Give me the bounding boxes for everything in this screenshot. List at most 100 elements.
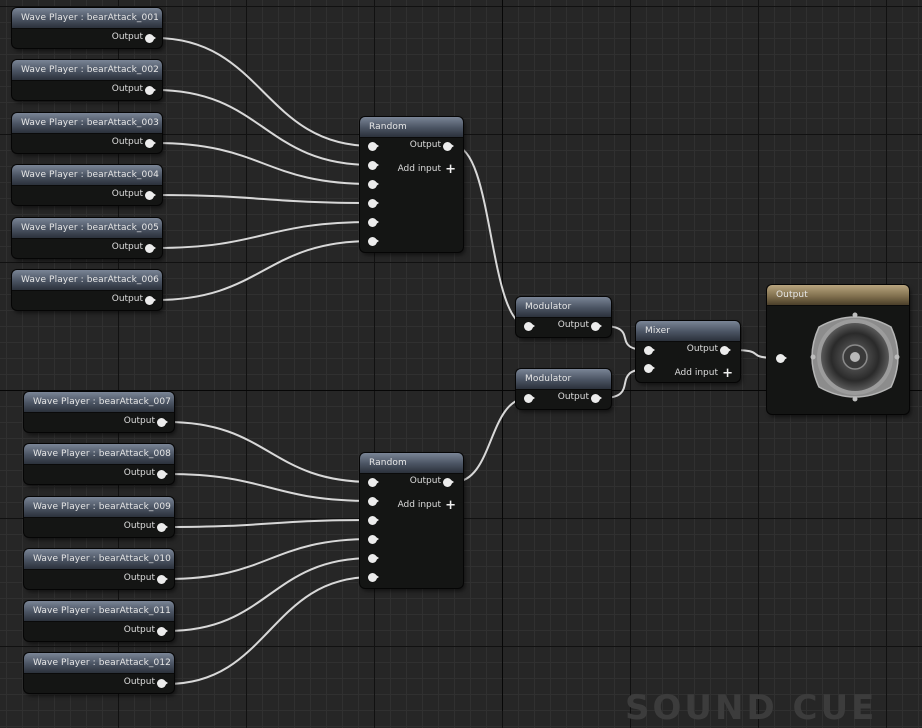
add-input-label[interactable]: Add input xyxy=(397,500,441,510)
input-pin-icon[interactable] xyxy=(368,478,379,487)
random-node-top[interactable]: Random Output Add input + xyxy=(360,117,463,252)
wave-player-node-009[interactable]: Wave Player : bearAttack_009 Output xyxy=(24,497,174,537)
connection-wire xyxy=(154,37,373,147)
connection-wire xyxy=(154,240,373,301)
node-title: Wave Player : bearAttack_007 xyxy=(24,392,174,413)
node-title: Wave Player : bearAttack_001 xyxy=(12,8,162,29)
wave-player-node-003[interactable]: Wave Player : bearAttack_003 Output xyxy=(12,113,162,153)
input-pin-icon[interactable] xyxy=(368,199,379,208)
connection-wire xyxy=(166,538,373,580)
node-title: Random xyxy=(360,453,463,474)
input-pin-icon[interactable] xyxy=(524,322,535,331)
output-node[interactable]: Output xyxy=(767,285,909,414)
output-pin-icon[interactable] xyxy=(720,346,731,355)
output-pin-icon[interactable] xyxy=(591,322,602,331)
input-pin-icon[interactable] xyxy=(368,497,379,506)
output-pin-icon[interactable] xyxy=(145,86,156,95)
node-title: Wave Player : bearAttack_010 xyxy=(24,549,174,570)
wave-player-node-007[interactable]: Wave Player : bearAttack_007 Output xyxy=(24,392,174,432)
output-pin-icon[interactable] xyxy=(157,575,168,584)
output-pin-icon[interactable] xyxy=(443,478,454,487)
speaker-icon xyxy=(807,309,903,409)
node-title: Wave Player : bearAttack_009 xyxy=(24,497,174,518)
connection-wire xyxy=(154,89,373,166)
node-title: Mixer xyxy=(636,321,740,342)
wave-player-node-001[interactable]: Wave Player : bearAttack_001 Output xyxy=(12,8,162,48)
mixer-node[interactable]: Mixer Output Add input + xyxy=(636,321,740,382)
input-pin-icon[interactable] xyxy=(368,142,379,151)
graph-axis-vertical xyxy=(502,0,503,711)
wave-player-node-006[interactable]: Wave Player : bearAttack_006 Output xyxy=(12,270,162,310)
input-pin-icon[interactable] xyxy=(644,346,655,355)
connection-wire xyxy=(453,397,529,483)
wave-player-node-010[interactable]: Wave Player : bearAttack_010 Output xyxy=(24,549,174,589)
node-title: Wave Player : bearAttack_004 xyxy=(12,165,162,186)
wave-player-node-012[interactable]: Wave Player : bearAttack_012 Output xyxy=(24,653,174,693)
output-pin-icon[interactable] xyxy=(145,34,156,43)
output-pin-label: Output xyxy=(409,476,441,486)
node-title: Wave Player : bearAttack_002 xyxy=(12,60,162,81)
modulator-node-top[interactable]: Modulator Output xyxy=(516,297,611,337)
node-title: Wave Player : bearAttack_008 xyxy=(24,444,174,465)
output-pin-label: Output xyxy=(111,32,143,42)
input-pin-icon[interactable] xyxy=(524,394,535,403)
connection-wire xyxy=(453,145,529,327)
input-pin-icon[interactable] xyxy=(368,573,379,582)
output-pin-icon[interactable] xyxy=(157,523,168,532)
output-pin-label: Output xyxy=(123,677,155,687)
output-pin-icon[interactable] xyxy=(591,394,602,403)
connection-wire xyxy=(154,221,373,249)
node-title: Wave Player : bearAttack_003 xyxy=(12,113,162,134)
output-pin-label: Output xyxy=(123,573,155,583)
output-pin-icon[interactable] xyxy=(145,296,156,305)
output-pin-icon[interactable] xyxy=(443,142,454,151)
modulator-node-bottom[interactable]: Modulator Output xyxy=(516,369,611,409)
connection-wire xyxy=(154,142,373,185)
output-pin-label: Output xyxy=(123,521,155,531)
input-pin-icon[interactable] xyxy=(368,180,379,189)
input-pin-icon[interactable] xyxy=(368,237,379,246)
output-pin-icon[interactable] xyxy=(145,244,156,253)
wave-player-node-008[interactable]: Wave Player : bearAttack_008 Output xyxy=(24,444,174,484)
node-title: Random xyxy=(360,117,463,138)
add-input-plus-icon[interactable]: + xyxy=(722,366,733,381)
output-pin-icon[interactable] xyxy=(157,470,168,479)
output-pin-label: Output xyxy=(686,344,718,354)
connection-wire xyxy=(154,194,373,204)
input-pin-icon[interactable] xyxy=(368,535,379,544)
output-pin-icon[interactable] xyxy=(145,139,156,148)
add-input-label[interactable]: Add input xyxy=(397,164,441,174)
connection-wire xyxy=(166,519,373,528)
output-pin-label: Output xyxy=(123,468,155,478)
input-pin-icon[interactable] xyxy=(368,554,379,563)
output-pin-label: Output xyxy=(111,189,143,199)
output-pin-icon[interactable] xyxy=(157,679,168,688)
output-pin-icon[interactable] xyxy=(157,418,168,427)
connection-wire xyxy=(166,557,373,632)
node-title: Modulator xyxy=(516,297,611,318)
input-pin-icon[interactable] xyxy=(368,161,379,170)
output-pin-label: Output xyxy=(111,242,143,252)
wave-player-node-002[interactable]: Wave Player : bearAttack_002 Output xyxy=(12,60,162,100)
random-node-bottom[interactable]: Random Output Add input + xyxy=(360,453,463,588)
output-pin-icon[interactable] xyxy=(145,191,156,200)
add-input-plus-icon[interactable]: + xyxy=(445,162,456,177)
wave-player-node-004[interactable]: Wave Player : bearAttack_004 Output xyxy=(12,165,162,205)
input-pin-icon[interactable] xyxy=(644,364,655,373)
add-input-label[interactable]: Add input xyxy=(674,368,718,378)
input-pin-icon[interactable] xyxy=(776,354,787,363)
input-pin-icon[interactable] xyxy=(368,516,379,525)
connection-wire xyxy=(166,421,373,483)
wave-player-node-005[interactable]: Wave Player : bearAttack_005 Output xyxy=(12,218,162,258)
node-title: Modulator xyxy=(516,369,611,390)
wave-player-node-011[interactable]: Wave Player : bearAttack_011 Output xyxy=(24,601,174,641)
output-pin-label: Output xyxy=(557,320,589,330)
output-pin-label: Output xyxy=(409,140,441,150)
connection-wire xyxy=(166,576,373,685)
input-pin-icon[interactable] xyxy=(368,218,379,227)
node-title: Output xyxy=(767,285,909,306)
node-title: Wave Player : bearAttack_011 xyxy=(24,601,174,622)
connection-wires xyxy=(154,37,781,685)
output-pin-icon[interactable] xyxy=(157,627,168,636)
add-input-plus-icon[interactable]: + xyxy=(445,498,456,513)
